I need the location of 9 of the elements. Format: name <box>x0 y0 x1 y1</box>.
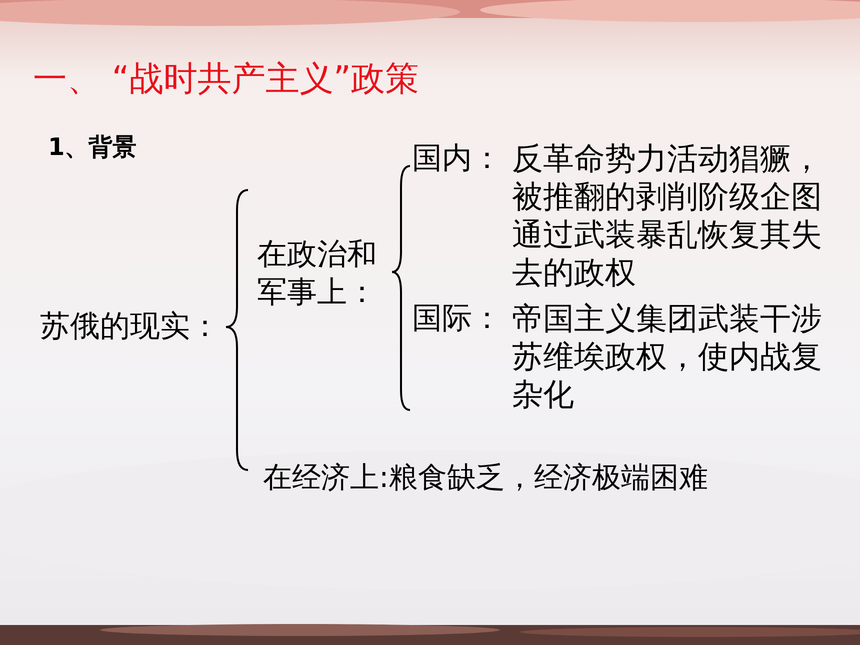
text: 帝国主义集团武装干涉苏维埃政权，使内战复杂化 <box>512 300 823 414</box>
text: 国际： <box>412 300 502 338</box>
text: 国内： <box>412 140 502 178</box>
text: 在经济上:粮食缺乏，经济极端困难 <box>263 459 708 496</box>
text: 在政治和军事上： <box>257 236 378 312</box>
text: 1、背景 <box>48 132 137 163</box>
text: 反革命势力活动猖獗，被推翻的剥削阶级企图通过武装暴乱恢复其失去的政权 <box>512 140 823 292</box>
title: 一、 “战时共产主义”政策 <box>33 58 420 101</box>
text: 苏俄的现实： <box>40 308 220 346</box>
